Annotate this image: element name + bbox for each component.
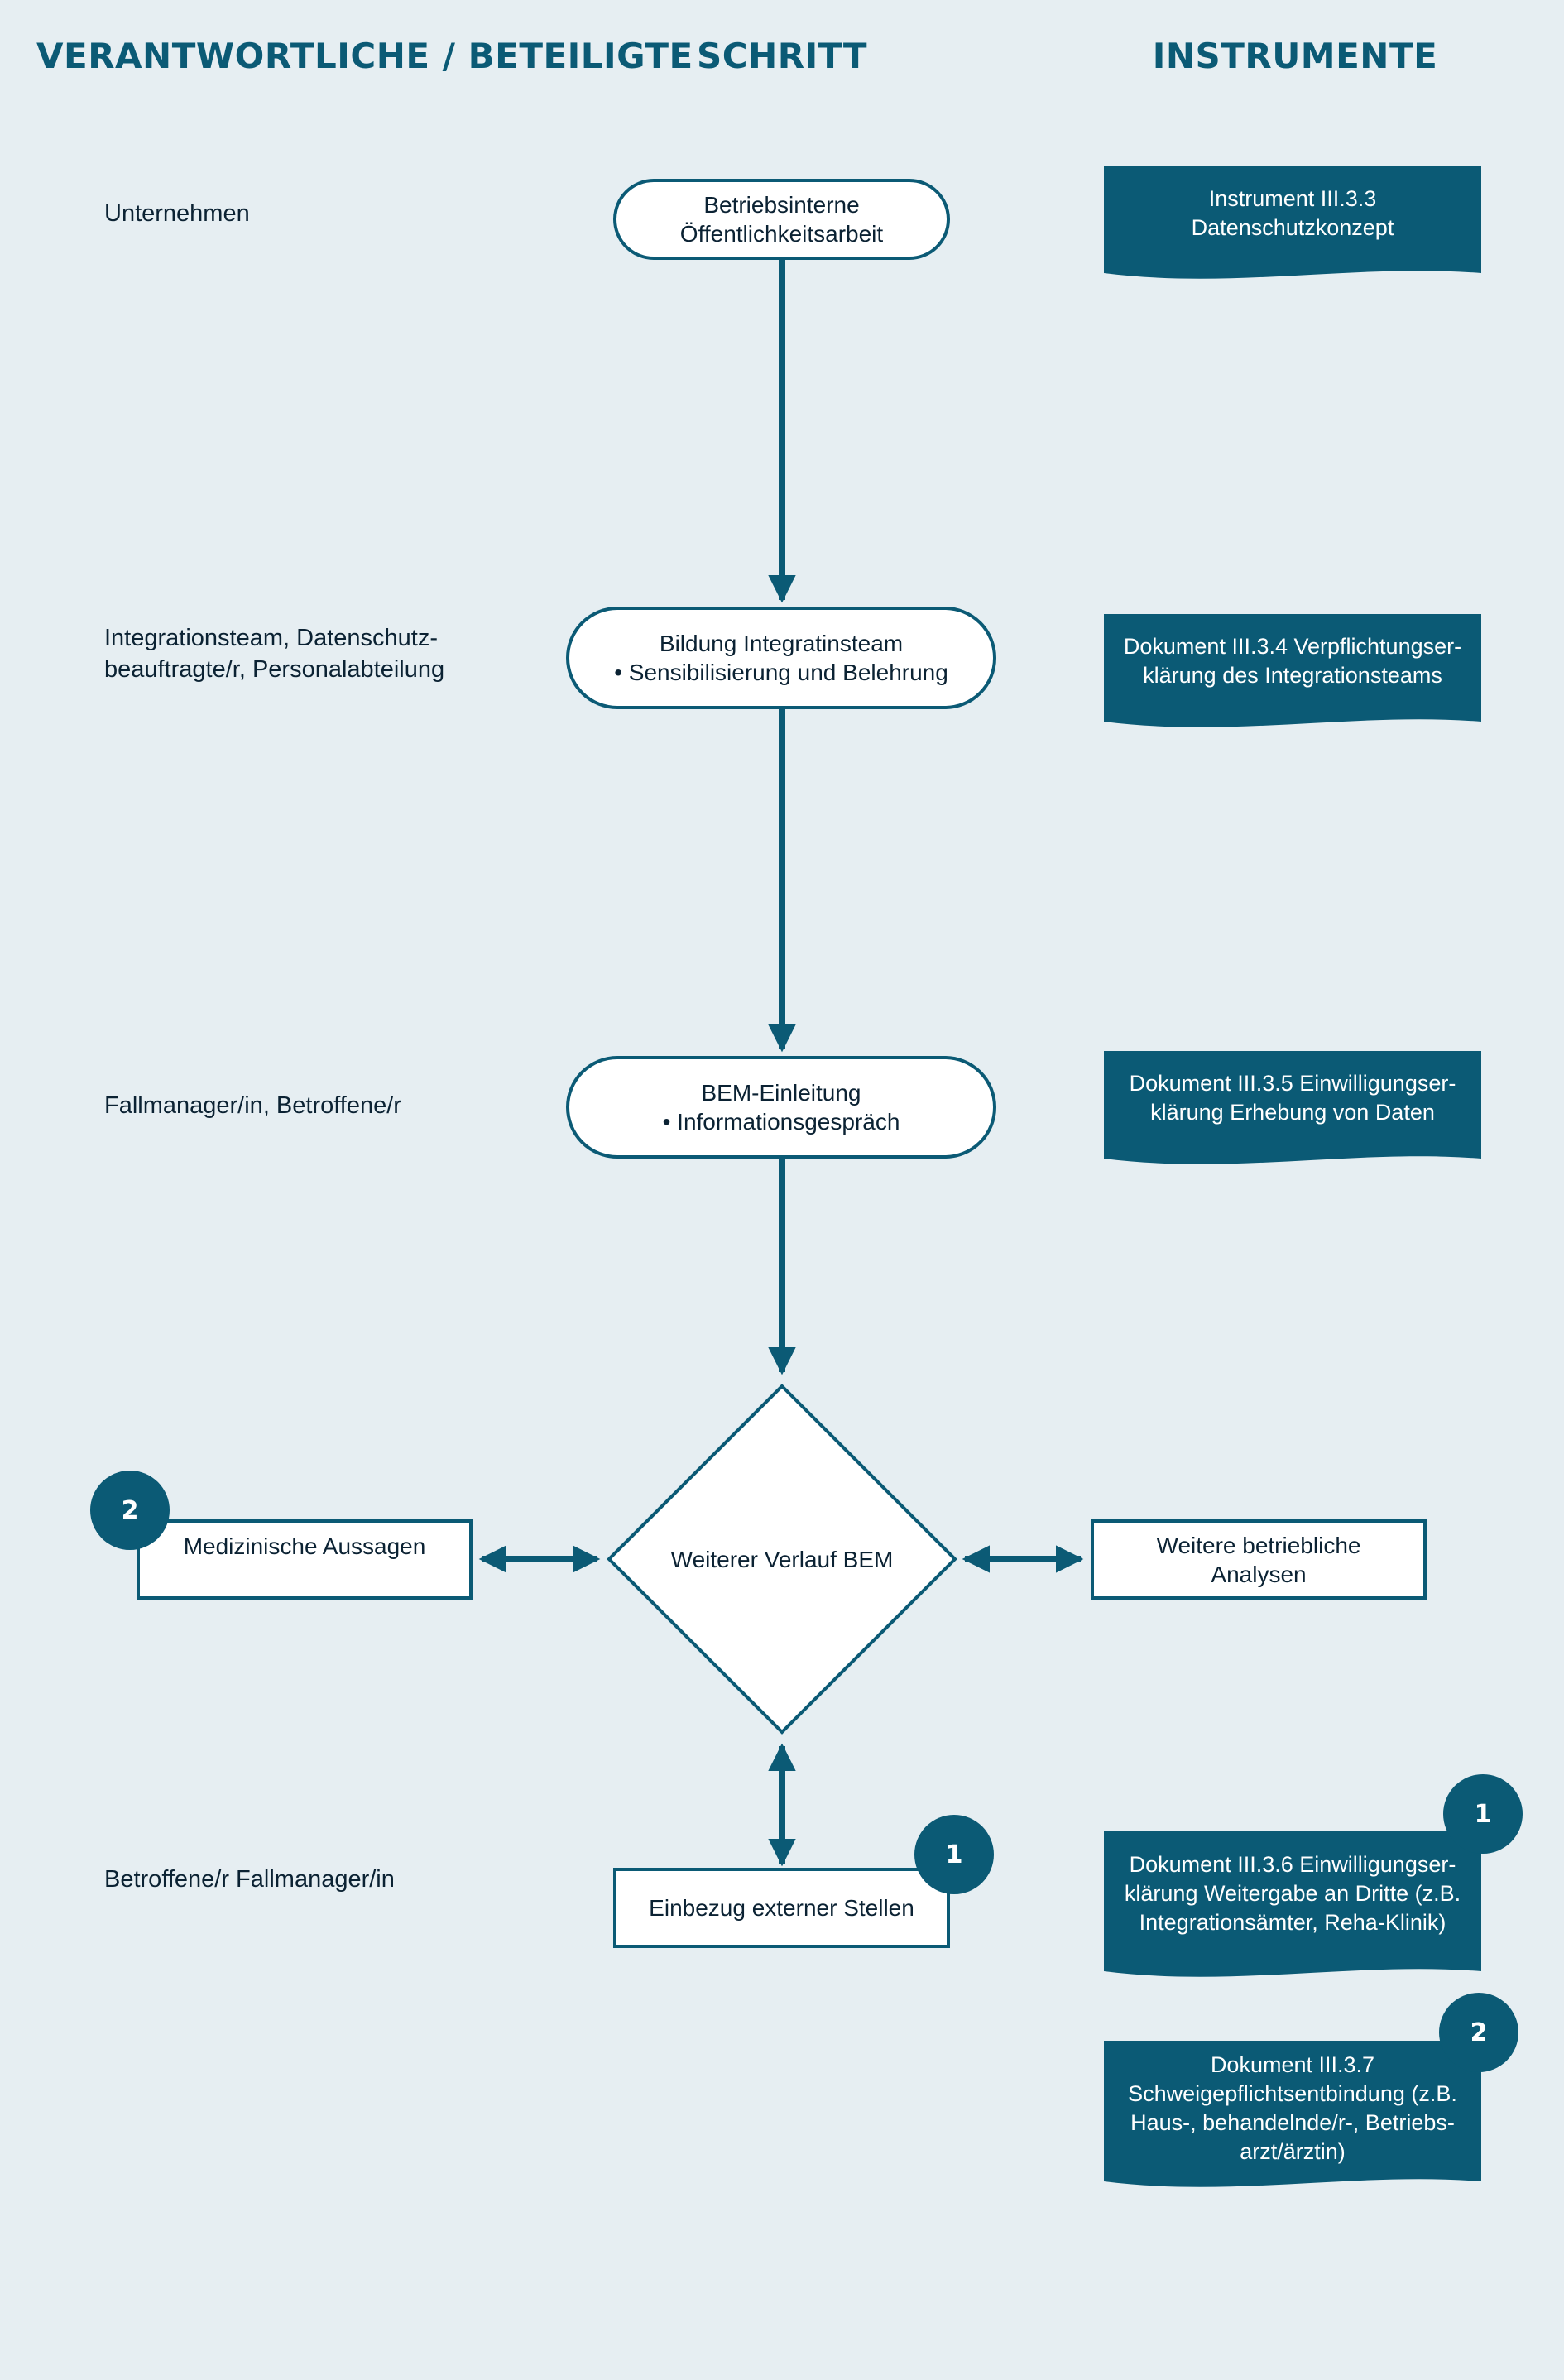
decision-label: Weiterer Verlauf BEM: [670, 1546, 894, 1572]
responsible-integration-team: Integrationsteam, Datenschutz- beauftrag…: [104, 625, 445, 683]
step-node-external: [613, 1868, 950, 1948]
side-label-medical: Medizinische Aussagen: [183, 1533, 426, 1559]
responsible-company: Unternehmen: [104, 200, 250, 227]
instrument-label-4: Dokument III.3.6 Einwilligungser- klärun…: [1124, 1852, 1461, 1935]
header-responsible: VERANTWORTLICHE / BETEILIGTE: [36, 36, 693, 76]
badge-medical: 2: [90, 1471, 170, 1550]
document-shape-1: [1104, 166, 1481, 279]
step-label-internal-pr: Betriebsinterne Öffentlichkeitsarbeit: [679, 192, 884, 247]
responsible-affected-person: Betroffene/r Fallmanager/in: [104, 1866, 395, 1893]
header-instruments: INSTRUMENTE: [1152, 36, 1438, 76]
instrument-label-2: Dokument III.3.4 Verpflichtungser- kläru…: [1123, 634, 1462, 688]
header-step: SCHRITT: [697, 36, 867, 76]
decision-diamond: [607, 1384, 957, 1735]
step-node-bem-start: [566, 1056, 996, 1159]
document-shape-3: [1104, 1051, 1481, 1164]
side-label-analyses: Weitere betriebliche Analysen: [1156, 1532, 1361, 1587]
document-shape-4: [1104, 1831, 1481, 1977]
badge-external: 1: [914, 1815, 994, 1894]
instrument-label-3: Dokument III.3.5 Einwilligungser- klärun…: [1129, 1071, 1456, 1125]
step-node-internal-pr: [613, 179, 950, 260]
document-shape-5: [1104, 2041, 1481, 2187]
side-box-analyses: [1091, 1519, 1427, 1600]
step-label-bem-start: BEM-Einleitung • Informationsgespräch: [662, 1080, 900, 1135]
step-node-team-formation: [566, 607, 996, 709]
side-box-medical: [137, 1519, 473, 1600]
instrument-label-1: Instrument III.3.3 Datenschutzkonzept: [1191, 186, 1394, 240]
responsible-case-manager: Fallmanager/in, Betroffene/r: [104, 1092, 401, 1119]
step-label-team-formation: Bildung Integratinsteam • Sensibilisieru…: [614, 631, 948, 685]
badge-instrument-4: 1: [1443, 1774, 1523, 1854]
instrument-label-5: Dokument III.3.7 Schweigepflichtsentbind…: [1128, 2052, 1457, 2164]
document-shape-2: [1104, 614, 1481, 727]
step-label-external: Einbezug externer Stellen: [649, 1895, 914, 1921]
badge-instrument-5: 2: [1439, 1993, 1518, 2072]
